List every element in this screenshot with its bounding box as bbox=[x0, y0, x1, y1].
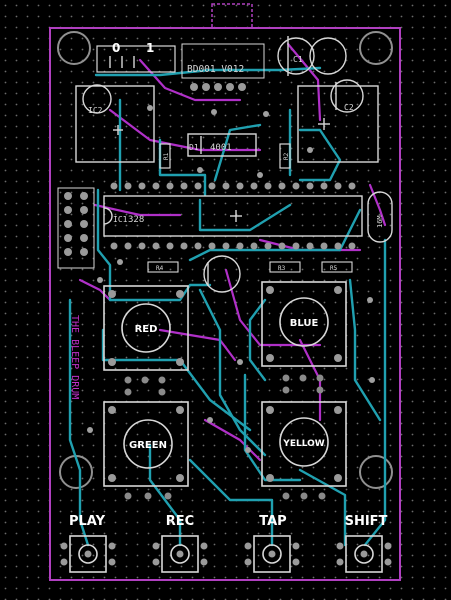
mount-hole-tl bbox=[57, 31, 91, 65]
shift-label: SHIFT bbox=[345, 514, 388, 529]
crystal-label: 16M bbox=[376, 215, 384, 228]
green-button-label: GREEN bbox=[129, 440, 167, 451]
green-button[interactable]: GREEN bbox=[103, 401, 189, 487]
resistors-top bbox=[159, 143, 291, 169]
resistor-row bbox=[147, 261, 353, 273]
shift-button[interactable] bbox=[336, 535, 392, 573]
credit-text: THE BLEEP DRUM bbox=[69, 315, 80, 399]
tap-button[interactable] bbox=[244, 535, 300, 573]
resistor-r1-label: R1 bbox=[163, 152, 170, 160]
vias bbox=[87, 105, 375, 453]
button-pad-rows bbox=[124, 374, 326, 500]
icsp-header bbox=[57, 187, 95, 269]
red-button-label: RED bbox=[135, 324, 158, 335]
usb-notch bbox=[211, 3, 253, 29]
diode-ref-label: D1 bbox=[189, 143, 199, 152]
mount-hole-tr bbox=[359, 31, 393, 65]
mount-hole-mr bbox=[359, 455, 393, 489]
crystal bbox=[367, 191, 393, 243]
ic1-part-label: 328 bbox=[128, 215, 144, 225]
cap-c1 bbox=[277, 36, 347, 76]
led bbox=[203, 255, 241, 293]
play-label: PLAY bbox=[69, 514, 106, 529]
rec-button[interactable] bbox=[152, 535, 208, 573]
switch-off-label: 0 bbox=[112, 41, 120, 55]
board-name-label: BD001 V012 bbox=[187, 64, 244, 75]
yellow-button-label: YELLOW bbox=[282, 439, 324, 449]
microcontroller-ic1 bbox=[103, 182, 363, 250]
ic2-label: IC2 bbox=[88, 106, 103, 115]
diode-part-label: 4001 bbox=[210, 143, 232, 153]
power-switch: 0 1 bbox=[96, 41, 176, 73]
regulator-ic2 bbox=[75, 84, 155, 163]
switch-on-label: 1 bbox=[146, 41, 154, 55]
tap-label: TAP bbox=[259, 514, 286, 529]
blue-button-label: BLUE bbox=[290, 318, 319, 329]
cap-c1-label: C1 bbox=[293, 55, 303, 64]
rec-label: REC bbox=[166, 514, 194, 529]
resistor-r2-label: R2 bbox=[283, 152, 290, 160]
small-button-labels: PLAY REC TAP SHIFT bbox=[69, 514, 388, 529]
blue-button[interactable]: BLUE bbox=[261, 281, 347, 367]
red-button[interactable]: RED bbox=[103, 285, 189, 371]
resistor-r3-label: R3 bbox=[278, 265, 286, 272]
play-button[interactable] bbox=[60, 535, 116, 573]
yellow-button[interactable]: YELLOW bbox=[261, 401, 347, 487]
diode-4001 bbox=[187, 133, 257, 157]
regulator-c2 bbox=[297, 79, 379, 163]
c2-label: C2 bbox=[344, 103, 354, 112]
traces-bottom bbox=[78, 42, 387, 462]
top-header-pads bbox=[181, 43, 265, 91]
resistor-r5-label: R5 bbox=[330, 265, 338, 272]
resistor-r4-label: R4 bbox=[156, 265, 164, 272]
ic1-label: IC1 bbox=[113, 215, 128, 224]
